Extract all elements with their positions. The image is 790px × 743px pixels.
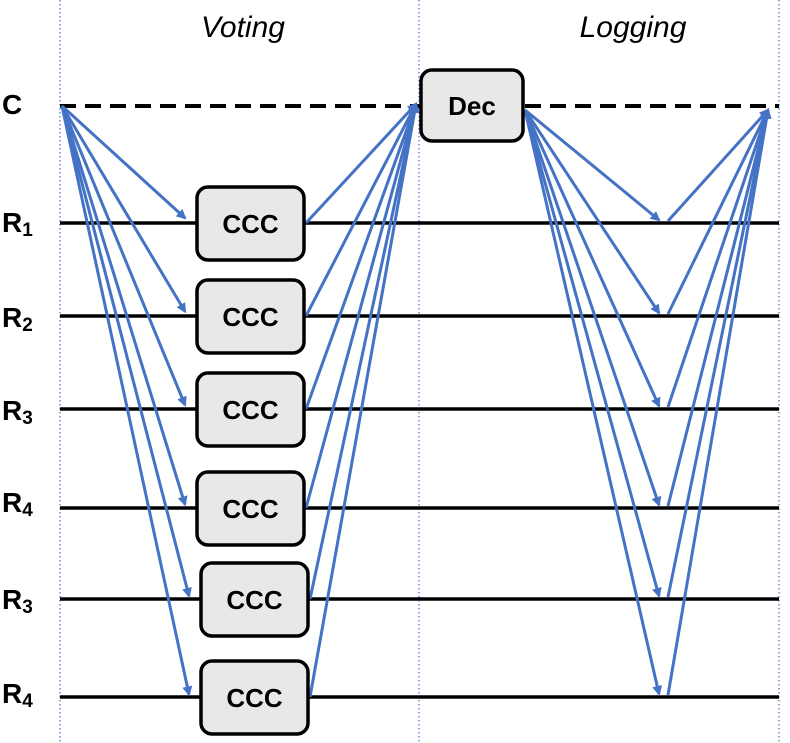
vote-arrow — [304, 102, 419, 509]
participant-label: R3 — [2, 584, 33, 618]
ack-arrow — [666, 108, 771, 507]
prepare-arrow — [60, 104, 187, 220]
participant-label-letter: R — [2, 487, 22, 518]
decision-label: Dec — [448, 91, 496, 121]
ack-arrow — [666, 108, 770, 315]
coordinator-label: C — [2, 89, 22, 120]
commit-arrow — [523, 109, 662, 598]
participant-label-letter: R — [2, 584, 22, 615]
vote-arrow — [308, 102, 420, 600]
ccc-box-label: CCC — [226, 683, 283, 713]
ccc-box-label: CCC — [222, 209, 279, 239]
participant-label-subscript: 4 — [22, 691, 33, 712]
participant-label-subscript: 4 — [22, 500, 33, 521]
ccc-box-label: CCC — [222, 395, 279, 425]
participant-label-letter: R — [2, 678, 22, 709]
participant-label: R1 — [2, 207, 33, 241]
participant-label-letter: R — [2, 395, 22, 426]
participant-label-subscript: 3 — [22, 408, 33, 429]
ccc-boxes: CCC CCC CCC CCC CCC CCC — [195, 185, 310, 736]
ccc-box — [195, 278, 306, 355]
vote-arrow — [304, 102, 418, 225]
participant-label-subscript: 3 — [22, 597, 33, 618]
commit-arrow — [524, 108, 661, 222]
vote-arrow — [304, 102, 418, 317]
ack-arrow — [666, 108, 771, 408]
prepare-arrow — [60, 105, 192, 598]
participant-label-subscript: 2 — [22, 315, 33, 336]
ack-arrow — [666, 108, 772, 696]
ccc-box — [195, 185, 306, 262]
commit-arrow — [523, 109, 663, 696]
prepare-arrow — [60, 105, 187, 314]
ccc-box-label: CCC — [222, 302, 279, 332]
prepare-arrow — [60, 105, 193, 697]
participant-timelines — [60, 221, 779, 699]
participant-label-letter: R — [2, 302, 22, 333]
phase-label-logging: Logging — [580, 11, 687, 44]
participant-label: R4 — [2, 487, 33, 521]
ccc-box-label: CCC — [226, 585, 283, 615]
participant-label: R3 — [2, 395, 33, 429]
vote-arrow — [304, 102, 418, 410]
participant-label-subscript: 1 — [22, 220, 33, 241]
ccc-box-label: CCC — [222, 494, 279, 524]
ccc-box — [199, 561, 310, 638]
participant-label: R4 — [2, 678, 33, 712]
message-arrows — [60, 102, 772, 698]
ack-arrow — [666, 108, 772, 598]
ack-arrow — [666, 108, 770, 223]
vote-arrow — [308, 102, 420, 698]
commit-arrow — [523, 109, 661, 408]
decision-box — [419, 68, 525, 143]
participant-label-letter: R — [2, 207, 22, 238]
ccc-box — [199, 659, 310, 736]
commit-arrow — [523, 109, 661, 315]
participant-label: R2 — [2, 302, 33, 336]
commit-arrow — [523, 109, 662, 507]
ccc-box — [195, 470, 306, 547]
ccc-box — [195, 371, 306, 448]
prepare-arrow — [60, 105, 187, 407]
phase-label-voting: Voting — [201, 11, 285, 44]
prepare-arrow — [60, 105, 188, 507]
